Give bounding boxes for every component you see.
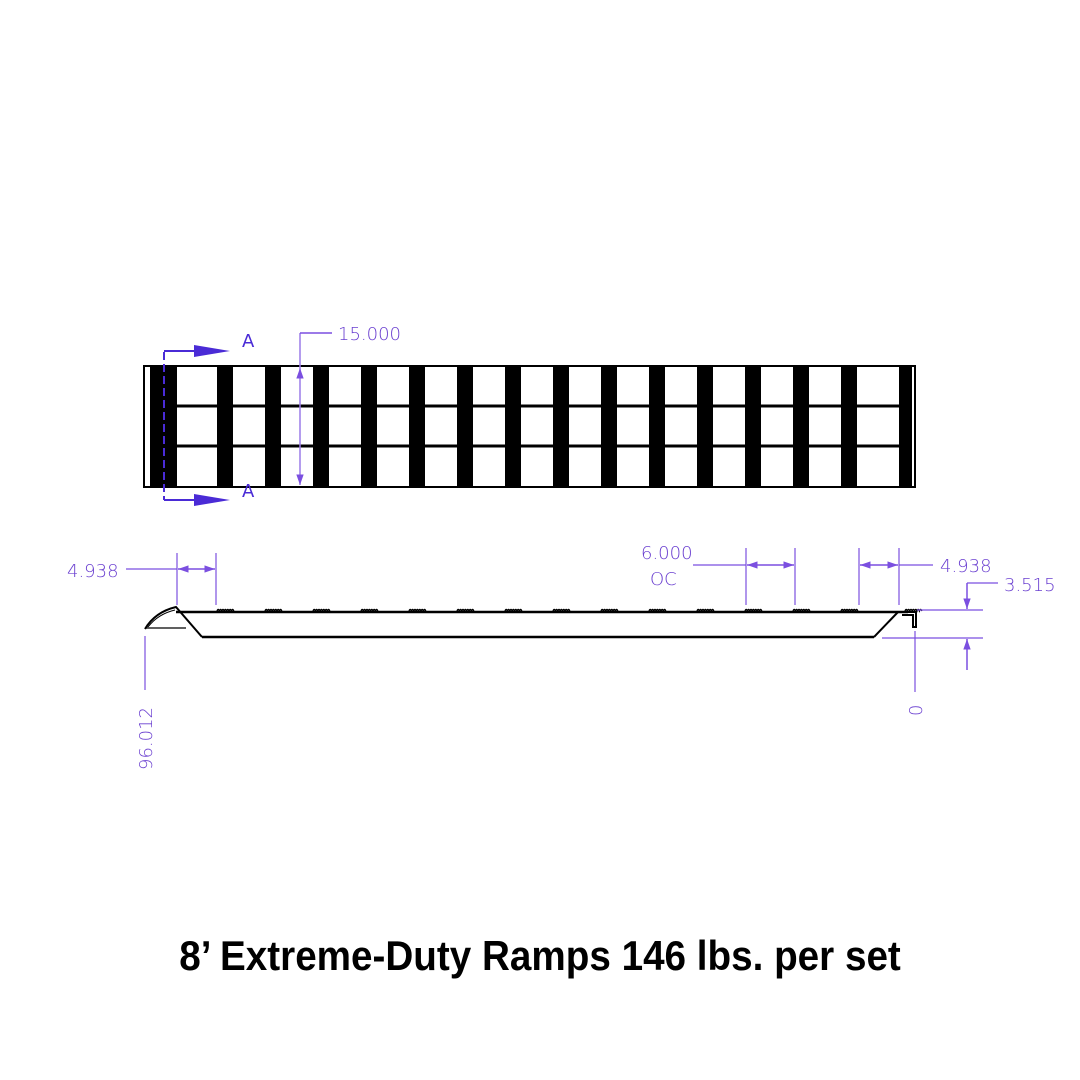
tread-serration (792, 608, 811, 613)
section-label-top: A (242, 331, 255, 352)
rung (745, 367, 761, 486)
ramp-right-end-cap (899, 367, 912, 486)
section-arrow-top-icon (194, 345, 230, 357)
left-plate-nose-inner (147, 609, 176, 628)
height-value: 3.515 (1004, 575, 1056, 596)
rung-spacing-value: 6.000 (641, 543, 693, 564)
left-plate-nose (144, 605, 203, 638)
rung (601, 367, 617, 486)
tread-serration (744, 608, 763, 613)
tread-serration (408, 608, 427, 613)
left-end-spacing-value: 4.938 (67, 561, 119, 582)
width-dimension-value: 15.000 (338, 324, 401, 345)
rung-spacing-note: OC (650, 569, 677, 590)
right-end-spacing-value: 4.938 (940, 556, 992, 577)
tread-serration (456, 608, 475, 613)
rung (793, 367, 809, 486)
overall-length-value: 96.012 (136, 707, 157, 770)
section-arrow-bottom-icon (194, 494, 230, 506)
rung (313, 367, 329, 486)
rungs (217, 367, 857, 486)
tread-serrations (216, 608, 923, 613)
rung (361, 367, 377, 486)
rung (697, 367, 713, 486)
rung (553, 367, 569, 486)
rung (217, 367, 233, 486)
rung (649, 367, 665, 486)
top-view: A A 15.000 (143, 324, 916, 506)
tread-serration (840, 608, 859, 613)
rung (505, 367, 521, 486)
tread-serration (504, 608, 523, 613)
tread-serration (696, 608, 715, 613)
tread-serration (648, 608, 667, 613)
rung (265, 367, 281, 486)
product-caption: 8’ Extreme-Duty Ramps 146 lbs. per set (179, 932, 901, 979)
rung (841, 367, 857, 486)
tread-serration (552, 608, 571, 613)
section-label-bottom: A (242, 481, 255, 502)
tread-serration (312, 608, 331, 613)
tread-serration (600, 608, 619, 613)
side-view: 4.938 6.000 OC 4.938 3.515 0 96.012 (67, 543, 1056, 770)
right-hook (873, 611, 917, 638)
tread-serration (216, 608, 235, 613)
rung (409, 367, 425, 486)
tread-serration (360, 608, 379, 613)
tread-serration (264, 608, 283, 613)
origin-value: 0 (906, 705, 927, 716)
rung (457, 367, 473, 486)
